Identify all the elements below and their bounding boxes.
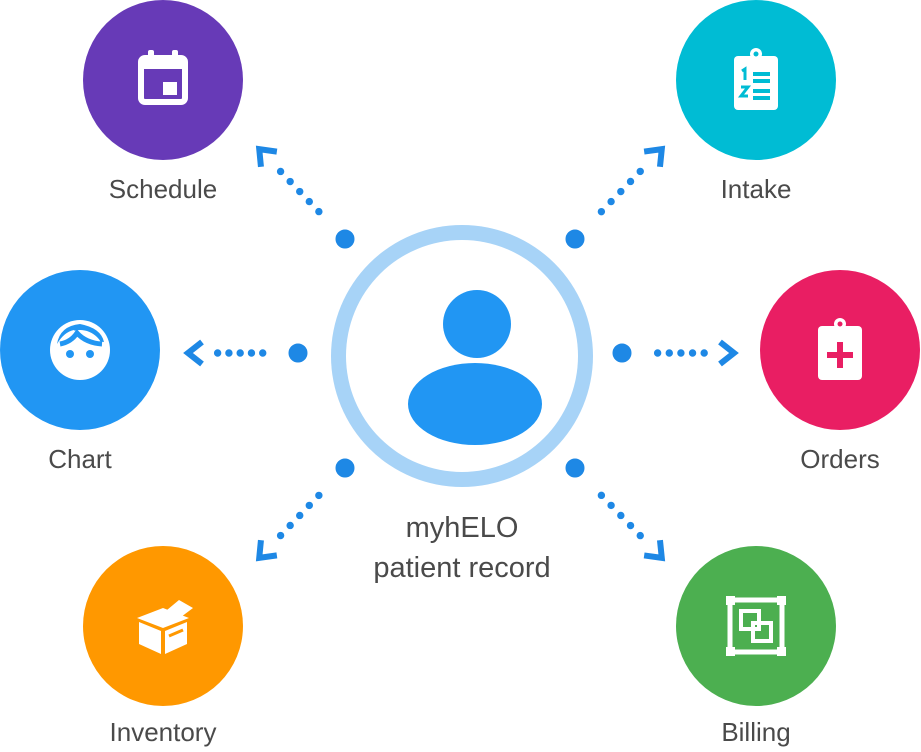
connector-intake-origin-dot [565,229,585,249]
connector-chart-origin-dot [288,343,308,363]
connector-inventory-dot [296,511,304,520]
user-icon [408,290,542,445]
connector-schedule-dot [276,167,285,176]
connector-intake-dot [597,207,606,216]
connector-chart-dot [225,349,233,357]
connector-schedule-origin-dot [335,229,355,249]
intake-label: Intake [720,174,792,204]
clipboard-list-icon [734,48,778,110]
billing-button[interactable] [676,546,836,706]
connector-inventory-dot [305,501,313,510]
connector-billing-dot [636,531,644,540]
schedule-label: Schedule [108,174,218,204]
connector-billing-arrowhead [643,539,666,562]
connector-schedule-dot [286,177,294,186]
chart-label: Chart [48,444,112,474]
connector-inventory-arrowhead [255,539,278,562]
connector-intake-dot [607,197,615,206]
connector-inventory-dot [276,531,285,540]
center-patient-record[interactable] [331,225,593,487]
box-icon [137,600,193,654]
orders-button[interactable] [760,270,920,430]
connector-orders-origin-dot [612,343,632,363]
connector-schedule-dot [315,207,323,216]
connector-schedule-dot [305,197,313,206]
connector-orders-dot [677,349,685,357]
schedule-button[interactable] [83,0,243,160]
face-icon [50,320,110,380]
billing-frame-icon [726,596,786,656]
connector-chart-dot [213,349,222,357]
connector-orders-dot [688,349,697,357]
center-inner [346,240,578,472]
billing-label: Billing [721,717,791,747]
connector-billing-dot [607,501,615,510]
connector-billing-origin-dot [565,458,585,478]
clipboard-plus-icon [818,318,862,380]
connector-billing-dot [597,491,606,500]
connector-intake-dot [617,187,625,196]
connector-chart-dot [259,349,267,357]
inventory-label: Inventory [109,717,217,747]
connector-orders-dot [665,349,673,357]
connector-intake-dot [636,167,644,176]
connector-schedule-arrowhead [255,145,278,168]
connector-inventory-dot [286,521,294,530]
connector-chart-arrowhead [183,339,204,367]
chart-button[interactable] [0,270,160,430]
connector-chart-dot [247,349,256,357]
connector-billing-dot [617,511,625,520]
center-label-line2: patient record [373,552,551,584]
connector-intake-arrowhead [643,145,666,168]
center-label: myhELO patient record [312,508,612,588]
connector-intake-dot [626,177,635,186]
connector-orders-dot [700,349,708,357]
connector-inventory-dot [315,491,323,500]
connector-chart-dot [236,349,244,357]
connector-orders-dot [653,349,662,357]
orders-label: Orders [800,444,880,474]
center-label-line1: myhELO [405,512,519,544]
connector-billing-dot [626,521,635,530]
intake-button[interactable] [676,0,836,160]
connector-inventory-origin-dot [335,458,355,478]
connector-schedule-dot [296,187,304,196]
calendar-icon [138,50,188,105]
inventory-button[interactable] [83,546,243,706]
connector-orders-arrowhead [718,339,739,367]
